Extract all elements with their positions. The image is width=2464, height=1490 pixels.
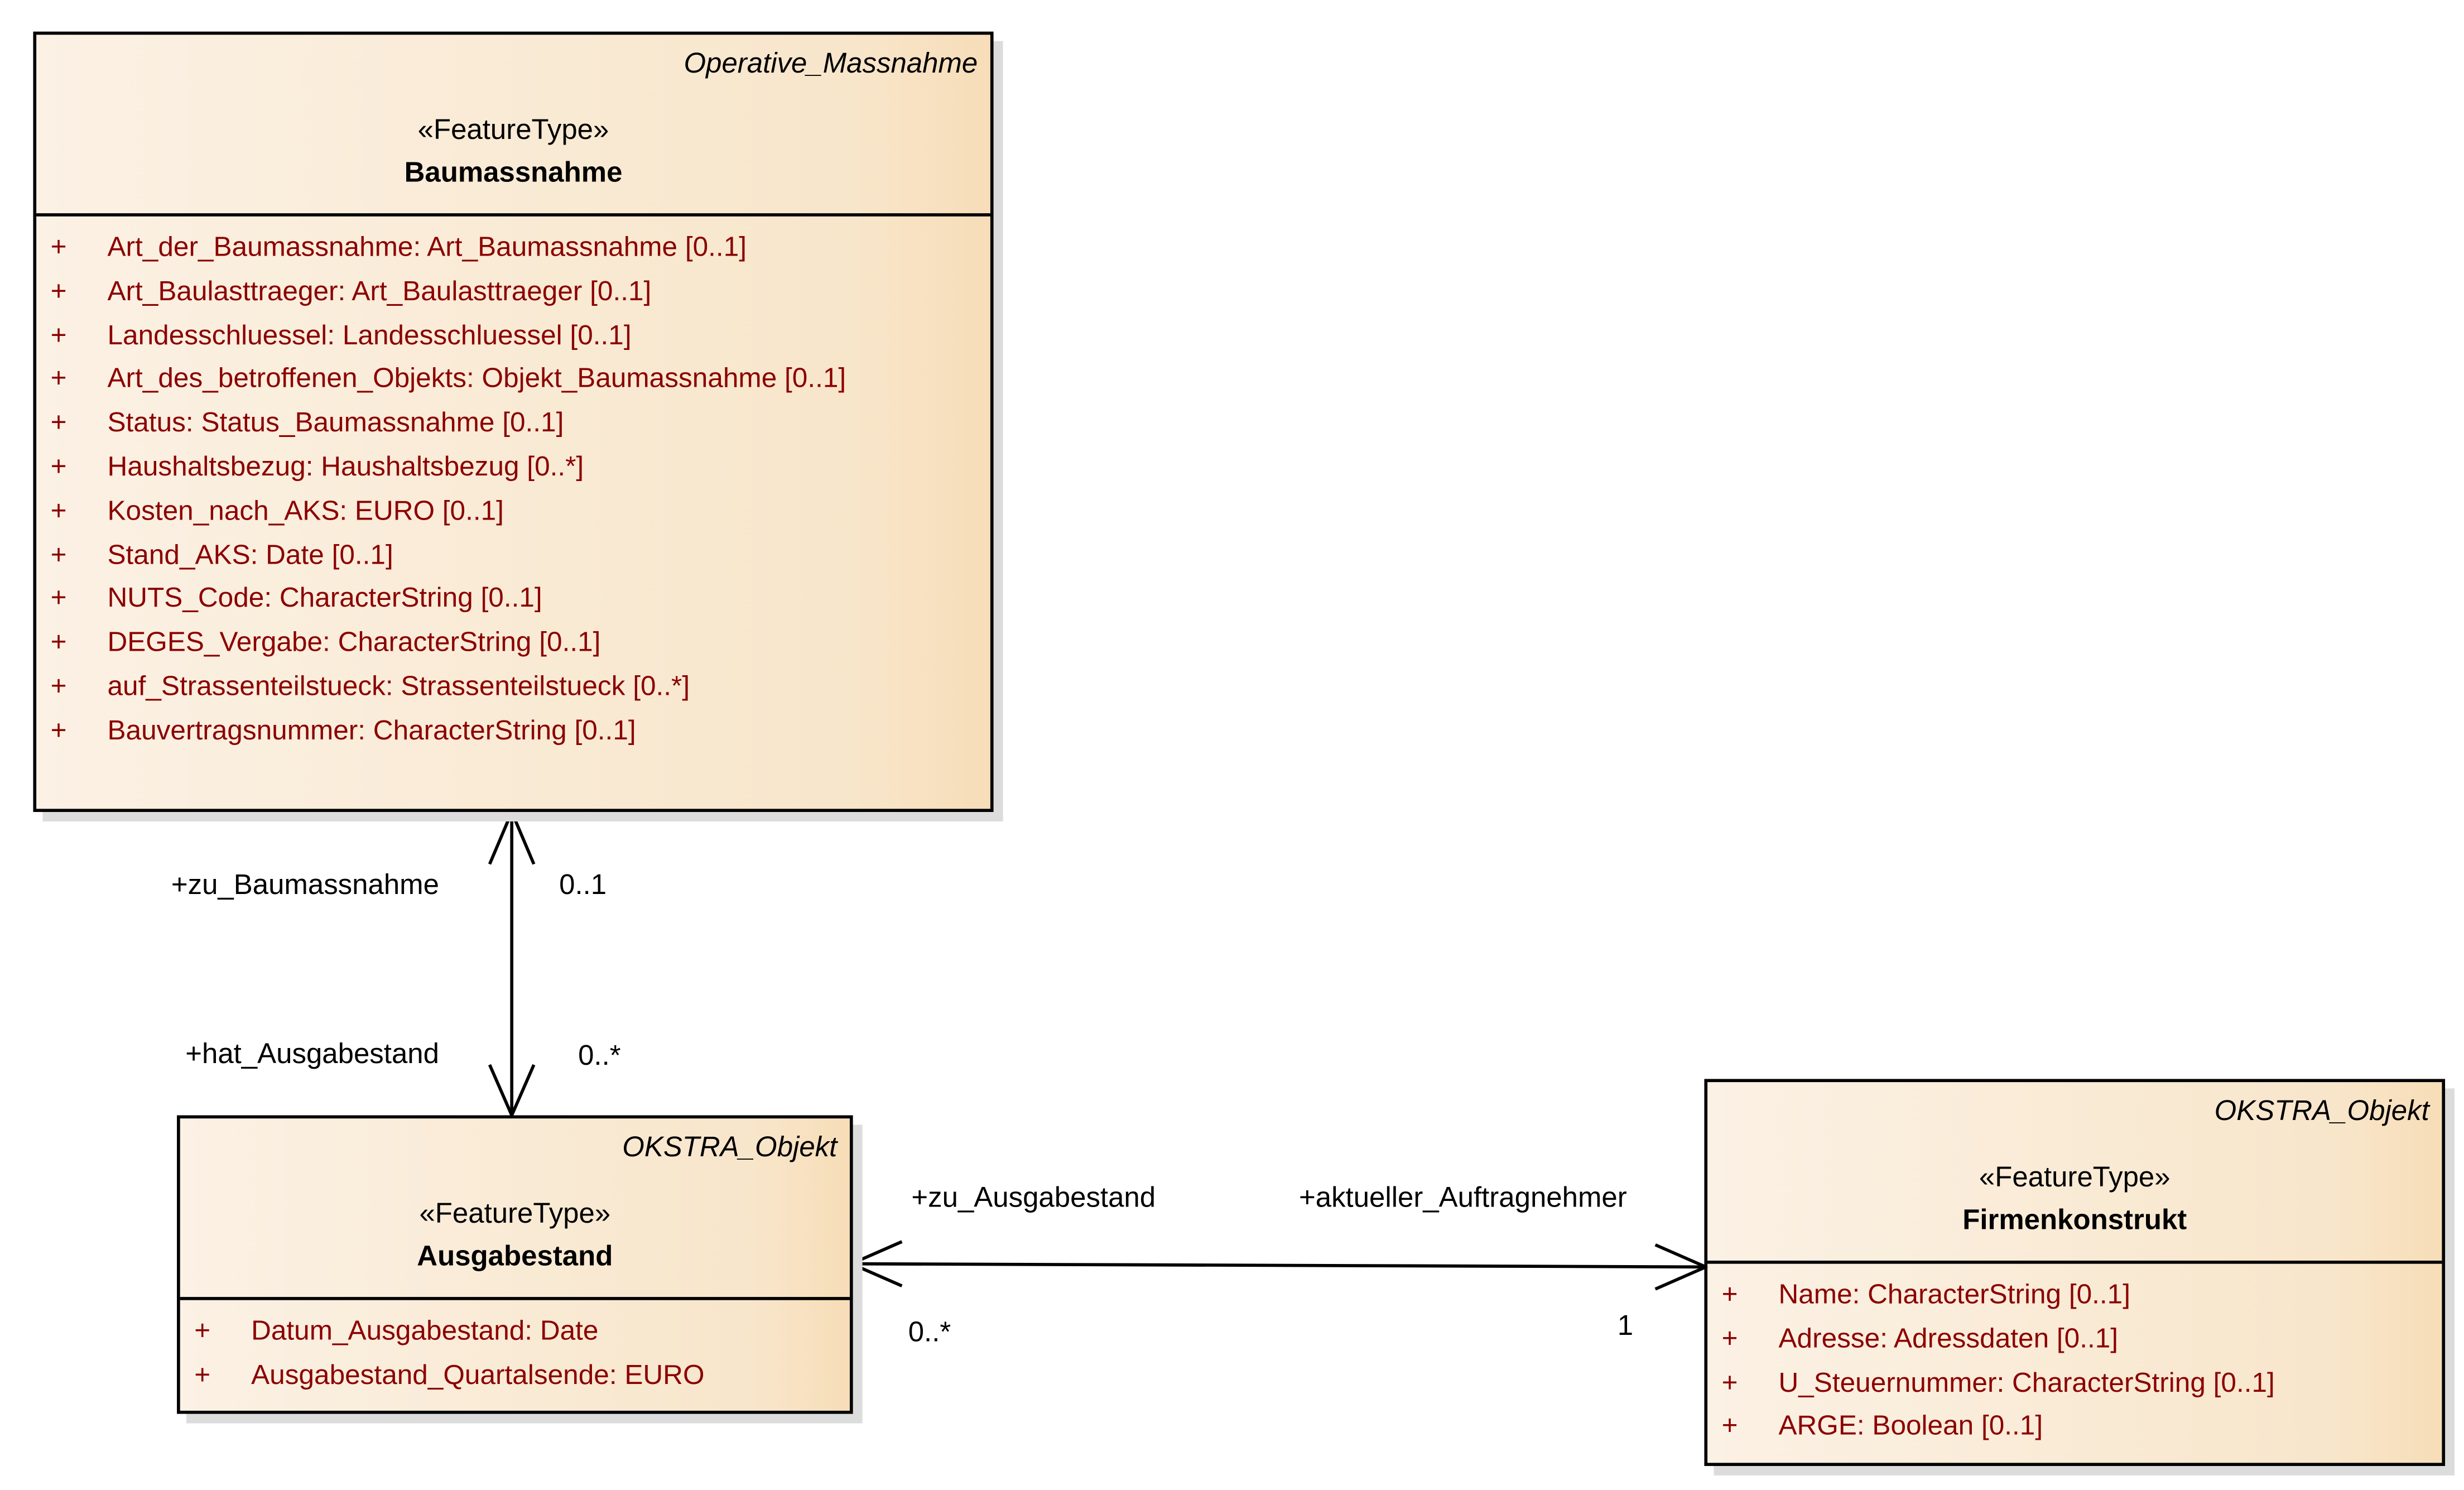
visibility-marker: +	[50, 538, 67, 570]
visibility-marker: +	[50, 318, 67, 350]
visibility-marker: +	[50, 230, 67, 262]
attribute-row[interactable]: + Haushaltsbezug: Haushaltsbezug [0..*]	[36, 445, 990, 489]
visibility-marker: +	[1721, 1410, 1738, 1441]
visibility-marker: +	[50, 713, 67, 746]
attribute-row[interactable]: + Adresse: Adressdaten [0..1]	[1707, 1317, 2442, 1361]
attribute-row[interactable]: + Art_des_betroffenen_Objekts: Objekt_Bau…	[36, 358, 990, 402]
attribute-text: U_Steuernummer: CharacterString [0..1]	[1778, 1366, 2275, 1398]
attribute-row[interactable]: + Stand_AKS: Date [0..1]	[36, 533, 990, 578]
attribute-text: auf_Strassenteilstueck: Strassenteilstue…	[107, 670, 690, 701]
multiplicity-label: 1	[1617, 1309, 1634, 1342]
attribute-text: Art_Baulasttraeger: Art_Baulasttraeger […	[107, 274, 652, 306]
class-firmenkonstrukt[interactable]: OKSTRA_Objekt «FeatureType» Firmenkonstr…	[1704, 1079, 2446, 1466]
class-name: Firmenkonstrukt	[1962, 1204, 2187, 1236]
attribute-row[interactable]: + Datum_Ausgabestand: Date	[180, 1310, 850, 1354]
attribute-row[interactable]: + Name: CharacterString [0..1]	[1707, 1273, 2442, 1318]
visibility-marker: +	[50, 626, 67, 658]
attribute-text: Adresse: Adressdaten [0..1]	[1778, 1321, 2119, 1354]
stereotype-label: «FeatureType»	[1979, 1161, 2171, 1193]
parent-class-label: OKSTRA_Objekt	[2214, 1094, 2429, 1127]
class-name: Baumassnahme	[404, 156, 623, 188]
role-label: +hat_Ausgabestand	[185, 1037, 439, 1070]
role-label: +zu_Baumassnahme	[171, 868, 439, 901]
class-name: Ausgabestand	[417, 1240, 613, 1272]
parent-class-label: OKSTRA_Objekt	[622, 1131, 838, 1163]
visibility-marker: +	[1721, 1321, 1738, 1354]
attribute-text: ARGE: Boolean [0..1]	[1778, 1410, 2043, 1441]
role-label: +zu_Ausgabestand	[911, 1181, 1156, 1214]
attribute-text: Art_des_betroffenen_Objekts: Objekt_Baum…	[107, 362, 846, 394]
attribute-text: DEGES_Vergabe: CharacterString [0..1]	[107, 626, 601, 658]
attribute-row[interactable]: + ARGE: Boolean [0..1]	[1707, 1405, 2442, 1449]
attribute-list: + Art_der_Baumassnahme: Art_Baumassnahme …	[36, 226, 990, 753]
attribute-text: Art_der_Baumassnahme: Art_Baumassnahme […	[107, 230, 747, 262]
multiplicity-label: 0..*	[908, 1316, 951, 1348]
visibility-marker: +	[50, 362, 67, 394]
parent-class-label: Operative_Massnahme	[684, 47, 978, 79]
attribute-text: Kosten_nach_AKS: EURO [0..1]	[107, 494, 504, 526]
visibility-marker: +	[50, 670, 67, 701]
attribute-text: Stand_AKS: Date [0..1]	[107, 538, 393, 570]
attribute-row[interactable]: + Ausgabestand_Quartalsende: EURO	[180, 1353, 850, 1397]
attribute-text: Status: Status_Baumassnahme [0..1]	[107, 406, 564, 438]
attribute-row[interactable]: + DEGES_Vergabe: CharacterString [0..1]	[36, 621, 990, 665]
attribute-list: + Datum_Ausgabestand: Date + Ausgabestand_Q…	[180, 1310, 850, 1397]
role-label: +aktueller_Auftragnehmer	[1298, 1181, 1627, 1214]
class-header: OKSTRA_Objekt «FeatureType» Firmenkonstr…	[1707, 1082, 2442, 1264]
attribute-text: NUTS_Code: CharacterString [0..1]	[107, 581, 542, 614]
attribute-row[interactable]: + Status: Status_Baumassnahme [0..1]	[36, 402, 990, 446]
attribute-list: + Name: CharacterString [0..1] + Adresse: A…	[1707, 1273, 2442, 1449]
visibility-marker: +	[194, 1314, 211, 1346]
visibility-marker: +	[1721, 1366, 1738, 1398]
class-header: OKSTRA_Objekt «FeatureType» Ausgabestand	[180, 1118, 850, 1300]
attribute-row[interactable]: + Landesschluessel: Landesschluessel [0..…	[36, 314, 990, 358]
class-header: Operative_Massnahme «FeatureType» Baumas…	[36, 35, 990, 217]
visibility-marker: +	[1721, 1278, 1738, 1310]
attribute-text: Landesschluessel: Landesschluessel [0..1…	[107, 318, 632, 350]
association-ausgabestand-firmenkonstrukt[interactable]	[851, 1262, 1706, 1269]
attribute-row[interactable]: + Bauvertragsnummer: CharacterString [0..…	[36, 709, 990, 753]
visibility-marker: +	[50, 494, 67, 526]
visibility-marker: +	[50, 450, 67, 482]
class-ausgabestand[interactable]: OKSTRA_Objekt «FeatureType» Ausgabestand…	[177, 1115, 853, 1414]
attribute-text: Datum_Ausgabestand: Date	[251, 1314, 599, 1346]
class-baumassnahme[interactable]: Operative_Massnahme «FeatureType» Baumas…	[33, 31, 994, 813]
stereotype-label: «FeatureType»	[417, 113, 609, 146]
attribute-row[interactable]: + Kosten_nach_AKS: EURO [0..1]	[36, 489, 990, 533]
attribute-text: Haushaltsbezug: Haushaltsbezug [0..*]	[107, 450, 584, 482]
multiplicity-label: 0..*	[578, 1039, 621, 1071]
attribute-row[interactable]: + auf_Strassenteilstueck: Strassenteilstu…	[36, 665, 990, 709]
arrow-head-baumassnahme	[488, 808, 536, 865]
multiplicity-label: 0..1	[559, 868, 607, 901]
attribute-row[interactable]: + NUTS_Code: CharacterString [0..1]	[36, 577, 990, 621]
visibility-marker: +	[50, 581, 67, 614]
visibility-marker: +	[194, 1358, 211, 1390]
attribute-row[interactable]: + Art_der_Baumassnahme: Art_Baumassnahme …	[36, 226, 990, 270]
attribute-row[interactable]: + U_Steuernummer: CharacterString [0..1]	[1707, 1361, 2442, 1405]
attribute-row[interactable]: + Art_Baulasttraeger: Art_Baulasttraeger …	[36, 270, 990, 314]
visibility-marker: +	[50, 406, 67, 438]
stereotype-label: «FeatureType»	[419, 1197, 611, 1229]
attribute-text: Bauvertragsnummer: CharacterString [0..1…	[107, 713, 636, 746]
attribute-text: Ausgabestand_Quartalsende: EURO	[251, 1358, 705, 1390]
visibility-marker: +	[50, 274, 67, 306]
attribute-text: Name: CharacterString [0..1]	[1778, 1278, 2130, 1310]
